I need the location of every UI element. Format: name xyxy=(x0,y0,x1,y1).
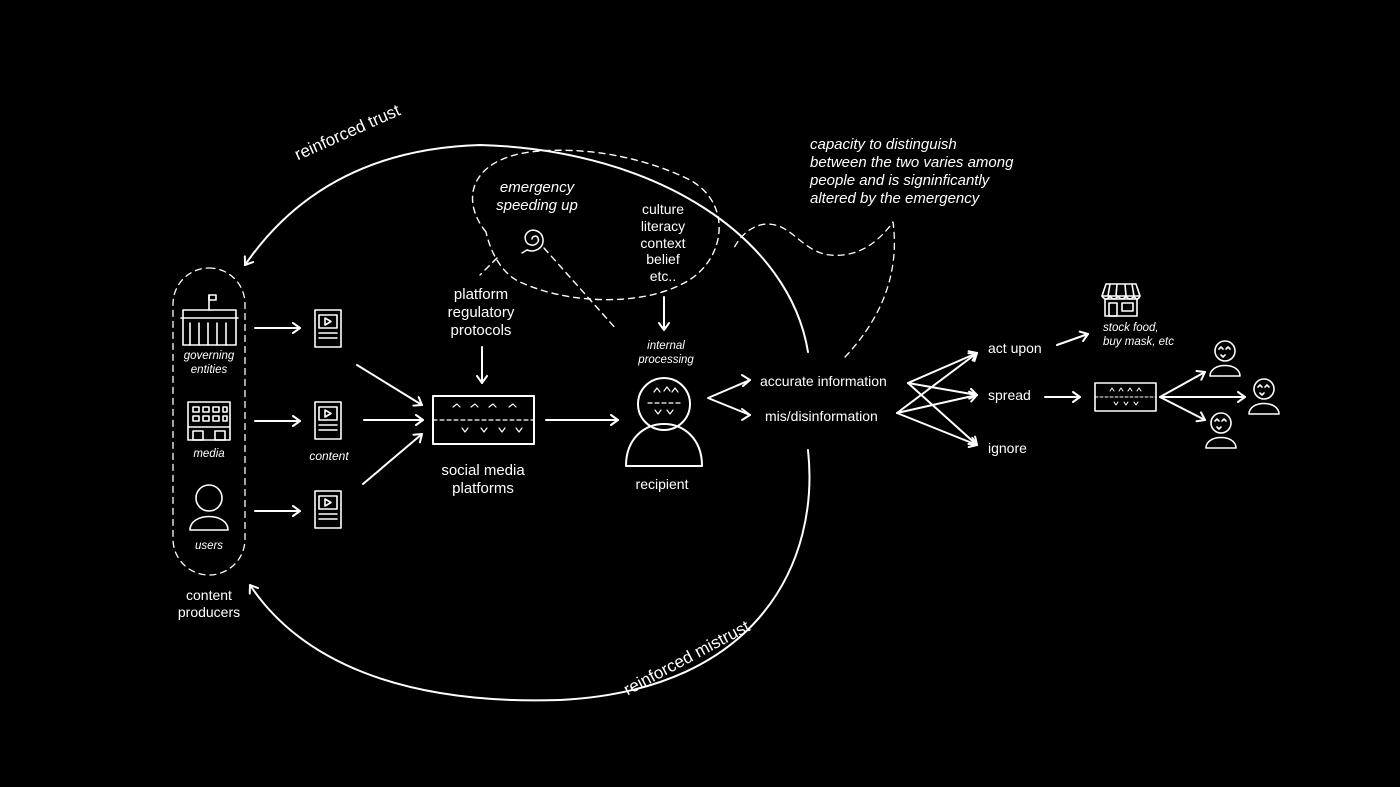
mini-platform-box xyxy=(1094,382,1157,412)
content-producers-group xyxy=(172,267,246,576)
capacity-bubble xyxy=(732,221,896,358)
content-label: content xyxy=(309,449,349,463)
arrow xyxy=(362,433,423,485)
building-icon xyxy=(180,294,239,346)
user-icon xyxy=(189,484,229,531)
content-document-icon xyxy=(314,490,342,529)
arrow xyxy=(356,364,423,407)
spiral-icon xyxy=(524,229,544,252)
emergency-tail xyxy=(479,257,498,276)
person-icon xyxy=(1209,340,1241,377)
users-label: users xyxy=(194,540,224,552)
reinforced-mistrust-arc xyxy=(248,449,811,702)
recipient-person-icon xyxy=(625,377,703,467)
act-upon-label: act upon xyxy=(988,340,1042,356)
accurate-information-label: accurate information xyxy=(760,373,887,389)
person-icon xyxy=(1205,412,1237,449)
ignore-label: ignore xyxy=(988,440,1027,456)
act-result-label: stock food, buy mask, etc xyxy=(1103,322,1174,348)
emergency-tail xyxy=(543,247,618,331)
content-document-icon xyxy=(314,309,342,348)
social-media-platforms-label: social media platforms xyxy=(441,462,525,497)
content-producers-label: content producers xyxy=(177,587,241,620)
platform-regulatory-protocols-label: platform regulatory protocols xyxy=(447,286,515,339)
governing-entities-label: governing entities xyxy=(183,350,235,376)
store-icon xyxy=(1101,283,1141,317)
arrow xyxy=(1056,330,1089,346)
platform-box xyxy=(432,395,535,445)
spread-label: spread xyxy=(988,387,1031,403)
person-icon xyxy=(1248,378,1280,415)
emergency-bubble xyxy=(471,149,720,301)
internal-processing-label: internal processing xyxy=(638,340,694,366)
recipient-label: recipient xyxy=(635,476,689,492)
content-document-icon xyxy=(314,401,342,440)
media-label: media xyxy=(193,448,225,460)
emergency-speeding-up-label: emergency speeding up xyxy=(496,179,578,214)
split-arrows xyxy=(707,379,751,416)
misinformation-label: mis/disinformation xyxy=(765,408,878,424)
recipient-factors-list: culture literacy context belief etc.. xyxy=(640,201,686,285)
media-building-icon xyxy=(187,401,231,441)
reinforced-trust-arc xyxy=(243,144,809,353)
capacity-note: capacity to distinguish between the two … xyxy=(810,136,1014,207)
